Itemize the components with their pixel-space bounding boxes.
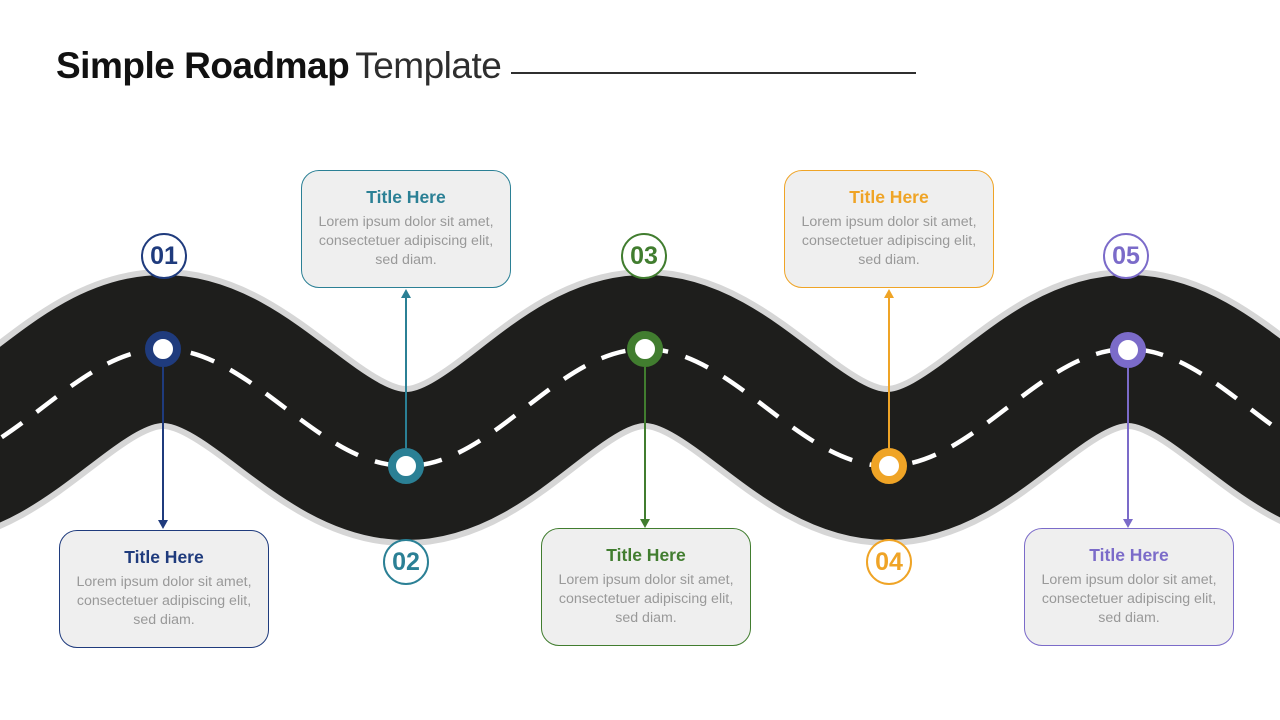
card-title: Title Here — [849, 187, 929, 207]
milestone-card-1: Title Here Lorem ipsum dolor sit amet, c… — [59, 530, 269, 648]
card-title: Title Here — [1089, 545, 1169, 565]
card-body: Lorem ipsum dolor sit amet, consectetuer… — [318, 214, 494, 268]
milestone-number-4: 04 — [866, 539, 912, 585]
milestone-marker-3 — [627, 331, 663, 367]
card-title: Title Here — [124, 547, 204, 567]
card-body: Lorem ipsum dolor sit amet, consectetuer… — [76, 574, 252, 628]
milestone-marker-2 — [388, 448, 424, 484]
card-body: Lorem ipsum dolor sit amet, consectetuer… — [558, 572, 734, 626]
milestone-card-3: Title Here Lorem ipsum dolor sit amet, c… — [541, 528, 751, 646]
milestone-card-5: Title Here Lorem ipsum dolor sit amet, c… — [1024, 528, 1234, 646]
card-body: Lorem ipsum dolor sit amet, consectetuer… — [1041, 572, 1217, 626]
arrow-5 — [1123, 368, 1133, 528]
card-title: Title Here — [606, 545, 686, 565]
title-underline — [511, 71, 916, 74]
arrow-1 — [158, 367, 168, 529]
milestone-marker-1 — [145, 331, 181, 367]
slide-title-light: Template — [355, 45, 502, 86]
road-surface — [0, 274, 1280, 541]
card-title: Title Here — [366, 187, 446, 207]
milestone-marker-5 — [1110, 332, 1146, 368]
arrow-3 — [640, 367, 650, 528]
slide-title-bold: Simple Roadmap — [56, 45, 350, 86]
milestone-number-3: 03 — [621, 233, 667, 279]
milestone-card-2: Title Here Lorem ipsum dolor sit amet, c… — [301, 170, 511, 288]
milestone-card-4: Title Here Lorem ipsum dolor sit amet, c… — [784, 170, 994, 288]
milestone-number-5: 05 — [1103, 233, 1149, 279]
arrow-2 — [401, 289, 411, 448]
milestone-number-2: 02 — [383, 539, 429, 585]
milestone-number-1: 01 — [141, 233, 187, 279]
milestone-marker-4 — [871, 448, 907, 484]
arrow-4 — [884, 289, 894, 448]
card-body: Lorem ipsum dolor sit amet, consectetuer… — [801, 214, 977, 268]
